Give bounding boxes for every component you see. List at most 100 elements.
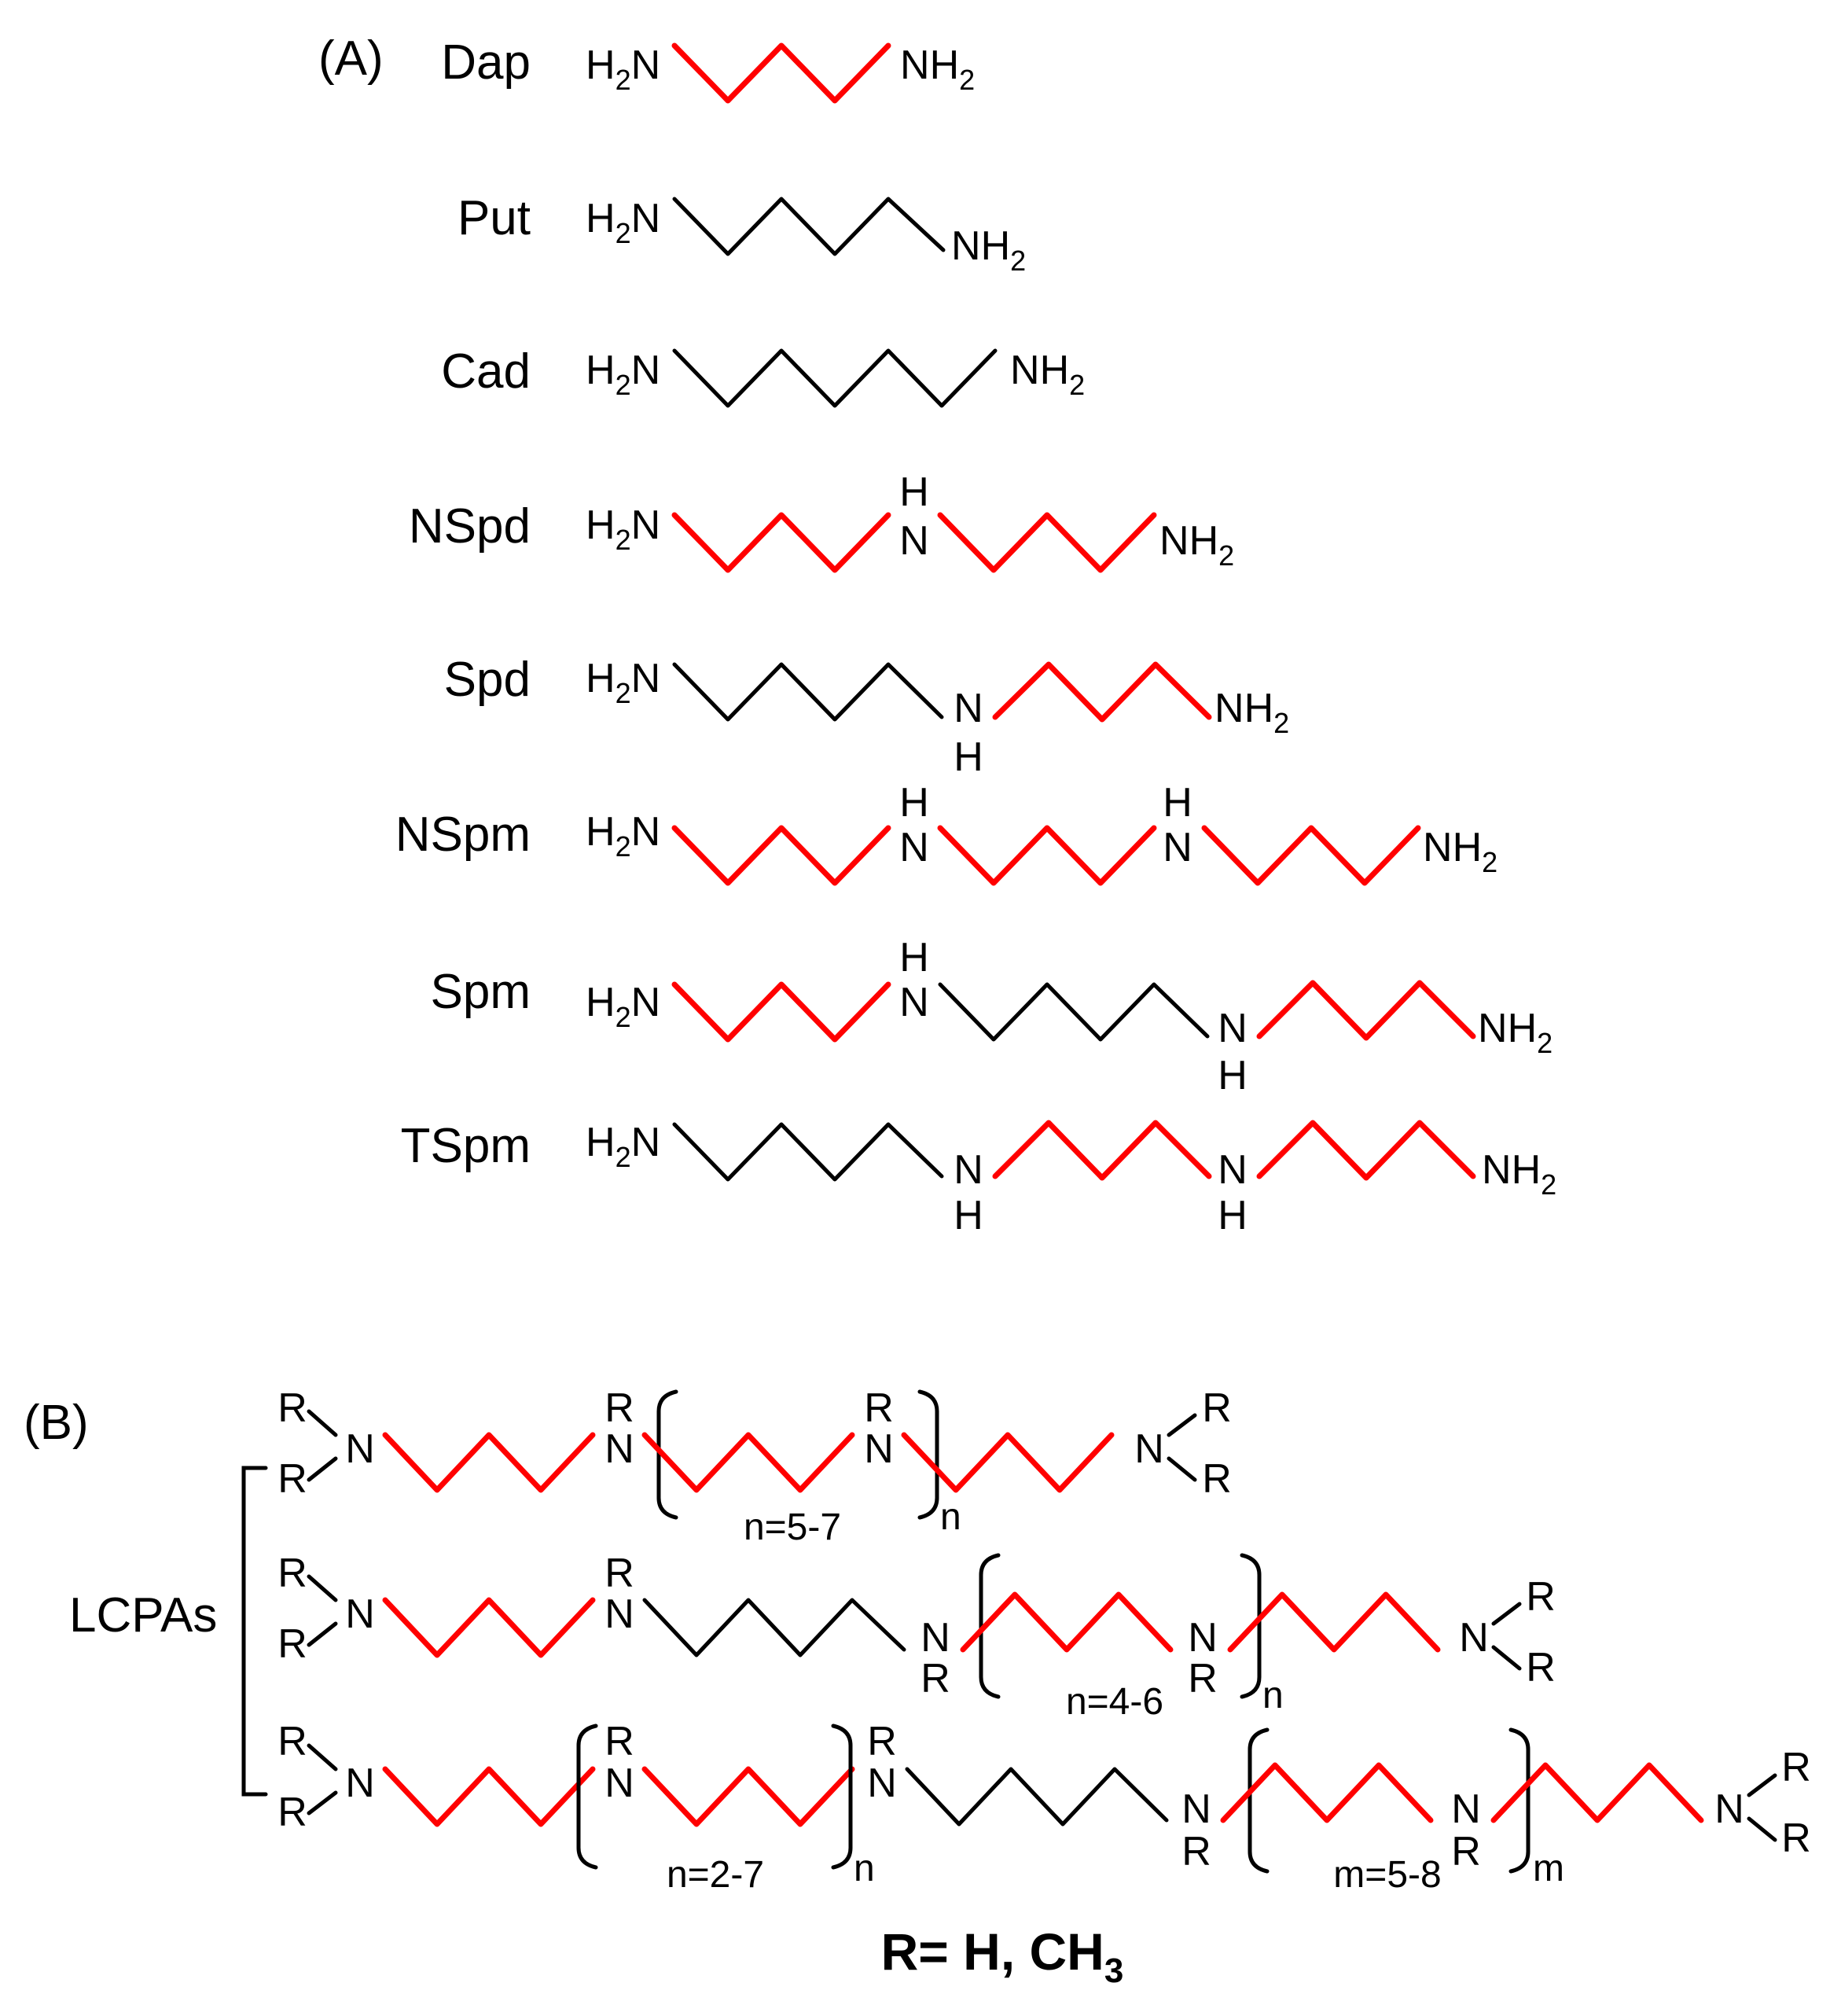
r-substituent: R bbox=[864, 1385, 894, 1431]
repeat-range: n=2-7 bbox=[667, 1854, 764, 1896]
amine-h: H bbox=[954, 734, 983, 780]
r-substituent: R bbox=[1526, 1574, 1556, 1620]
amine-n: N bbox=[867, 1760, 897, 1806]
repeat-bracket-left bbox=[979, 1553, 1001, 1699]
repeat-index: m bbox=[1533, 1848, 1564, 1889]
compound-cad: Cad H2N NH2 bbox=[441, 344, 1085, 408]
amine-terminal-right: NH2 bbox=[1010, 348, 1085, 401]
panel-a-tag: (A) bbox=[318, 31, 384, 86]
carbon-chain bbox=[1220, 1762, 1434, 1823]
r-substituent: R bbox=[1451, 1829, 1481, 1874]
r-substituent: R bbox=[277, 1719, 307, 1764]
amine-h: H bbox=[1218, 1053, 1248, 1098]
carbon-chain bbox=[671, 981, 891, 1043]
carbon-chain bbox=[382, 1766, 596, 1827]
repeat-range: m=5-8 bbox=[1333, 1854, 1441, 1896]
r-substituent: R bbox=[867, 1719, 897, 1764]
carbon-chain bbox=[960, 1591, 1174, 1653]
repeat-bracket-right bbox=[1508, 1727, 1530, 1874]
r-substituent: R bbox=[1526, 1645, 1556, 1690]
repeat-bracket-right bbox=[917, 1389, 939, 1520]
amine-h: H bbox=[899, 935, 929, 980]
compound-spm: Spm H2N H N N H NH2 bbox=[431, 935, 1553, 1098]
amine-terminal-left: H2N bbox=[586, 42, 660, 96]
carbon-chain bbox=[672, 197, 946, 256]
r-substituent: R bbox=[277, 1456, 307, 1502]
carbon-chain bbox=[938, 982, 1210, 1042]
amine-terminal-right: NH2 bbox=[900, 42, 975, 96]
r-substituent: R bbox=[277, 1621, 307, 1667]
amine-terminal-right: NH2 bbox=[1159, 518, 1234, 572]
amine-n: N bbox=[1163, 825, 1192, 870]
repeat-index: n bbox=[854, 1848, 875, 1889]
panel-a: (A) Dap H2N NH2 Put H2N NH2 Cad H2N NH2 … bbox=[318, 31, 1556, 1238]
amine-terminal-right: NH2 bbox=[951, 223, 1026, 277]
carbon-chain bbox=[672, 662, 944, 722]
carbon-chain bbox=[1227, 1591, 1441, 1653]
carbon-chain bbox=[671, 512, 891, 573]
repeat-range: n=4-6 bbox=[1066, 1681, 1163, 1723]
amine-h: H bbox=[899, 780, 929, 826]
repeat-bracket-right bbox=[831, 1724, 853, 1870]
r-group-definition: R= H, CH3 bbox=[881, 1922, 1124, 1990]
compound-name: NSpm bbox=[395, 808, 531, 862]
lcpas-label: LCPAs bbox=[69, 1588, 217, 1643]
amine-n: N bbox=[1188, 1615, 1218, 1661]
carbon-chain bbox=[1256, 980, 1476, 1041]
carbon-chain bbox=[1256, 1120, 1476, 1181]
compound-spd: Spd H2N N H NH2 bbox=[444, 653, 1289, 780]
group-brace bbox=[241, 1466, 268, 1797]
amine-n: N bbox=[1134, 1426, 1164, 1472]
r-substituent: R bbox=[604, 1385, 634, 1431]
amine-n: N bbox=[604, 1591, 634, 1637]
amine-h: H bbox=[899, 469, 929, 515]
carbon-chain bbox=[1201, 825, 1421, 886]
carbon-chain bbox=[671, 825, 891, 886]
amine-n: N bbox=[1218, 1147, 1248, 1193]
r-substituent: R bbox=[604, 1719, 634, 1764]
amine-n: N bbox=[1218, 1006, 1248, 1051]
r-substituent: R bbox=[277, 1790, 307, 1835]
compound-dap: Dap H2N NH2 bbox=[441, 35, 975, 104]
r-substituent: R bbox=[277, 1385, 307, 1431]
amine-n: N bbox=[864, 1426, 894, 1472]
amine-n: N bbox=[345, 1426, 375, 1472]
amine-n: N bbox=[345, 1591, 375, 1637]
amine-terminal-left: H2N bbox=[586, 502, 660, 556]
panel-b-tag: (B) bbox=[24, 1396, 89, 1450]
r-substituent: R bbox=[277, 1551, 307, 1596]
amine-terminal-right: NH2 bbox=[1423, 825, 1497, 878]
r-substituent: R bbox=[920, 1656, 950, 1701]
amine-h: H bbox=[1163, 780, 1192, 826]
r-substituent: R bbox=[1202, 1385, 1232, 1431]
compound-name: Dap bbox=[441, 35, 531, 90]
r-substituent: R bbox=[604, 1551, 634, 1596]
amine-n: N bbox=[604, 1760, 634, 1806]
amine-h: H bbox=[1218, 1193, 1248, 1238]
repeat-bracket-left bbox=[576, 1724, 598, 1870]
amine-terminal-left: H2N bbox=[586, 348, 660, 401]
r-substituent: R bbox=[1181, 1829, 1211, 1874]
amine-n: N bbox=[604, 1426, 634, 1472]
compound-name: TSpm bbox=[401, 1119, 531, 1173]
amine-n: N bbox=[345, 1760, 375, 1806]
carbon-chain bbox=[672, 348, 998, 408]
amine-terminal-left: H2N bbox=[586, 809, 660, 863]
amine-n: N bbox=[899, 825, 929, 870]
amine-n: N bbox=[954, 686, 983, 731]
amine-terminal-right: NH2 bbox=[1478, 1006, 1553, 1059]
compound-name: Put bbox=[457, 191, 531, 245]
carbon-chain bbox=[937, 512, 1157, 573]
repeat-range: n=5-7 bbox=[744, 1506, 841, 1548]
carbon-chain bbox=[642, 1598, 906, 1657]
carbon-chain bbox=[992, 661, 1212, 723]
amine-terminal-left: H2N bbox=[586, 980, 660, 1033]
compound-name: Spm bbox=[431, 965, 531, 1019]
repeat-bracket-left bbox=[656, 1389, 678, 1520]
carbon-chain bbox=[992, 1120, 1212, 1181]
amine-n: N bbox=[1181, 1786, 1211, 1832]
r-substituent: R bbox=[1188, 1656, 1218, 1701]
compound-name: NSpd bbox=[409, 499, 531, 554]
amine-n: N bbox=[1451, 1786, 1481, 1832]
repeat-bracket-left bbox=[1248, 1727, 1270, 1874]
